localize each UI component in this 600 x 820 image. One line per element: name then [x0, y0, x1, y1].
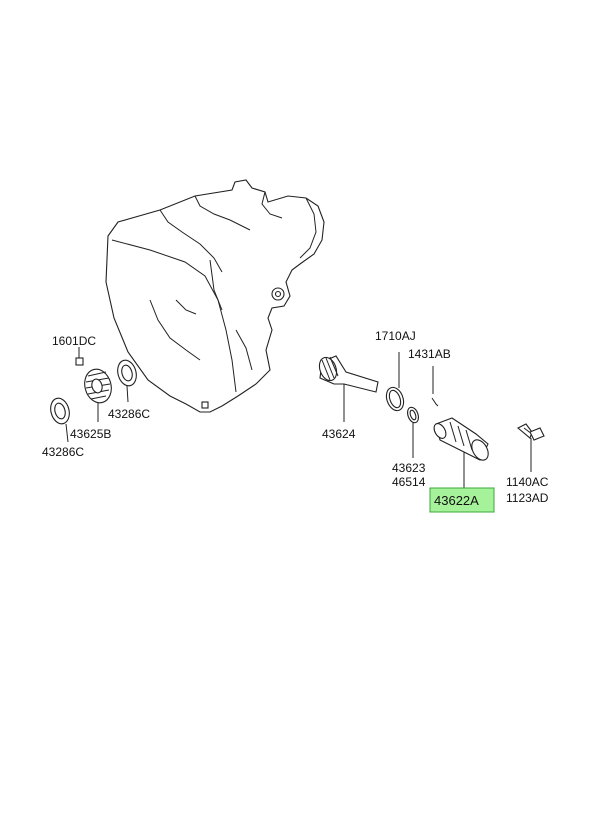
sleeve-43622A[interactable]: 43622A: [429, 417, 495, 513]
seal-43623[interactable]: 43623 46514: [392, 406, 426, 489]
washer-43286C-left[interactable]: 43286C: [42, 396, 84, 459]
gear-shaft-43624[interactable]: 43624: [316, 355, 379, 441]
label-43622A: 43622A: [434, 493, 479, 508]
bolt-1140AC[interactable]: 1140AC 1123AD: [506, 423, 549, 505]
label-43623: 43623: [392, 461, 426, 475]
label-1431AB: 1431AB: [408, 347, 451, 361]
oring-1710AJ[interactable]: 1710AJ: [375, 329, 416, 413]
plug-1601DC[interactable]: 1601DC: [52, 334, 96, 366]
label-43286C-right: 43286C: [108, 407, 150, 421]
highlight-box-43622A: [429, 487, 495, 513]
transmission-housing: [105, 179, 325, 413]
washer-43286C-right[interactable]: 43286C: [108, 358, 150, 421]
label-1601DC: 1601DC: [52, 334, 96, 348]
label-46514: 46514: [392, 475, 426, 489]
bushing-43625B[interactable]: 43625B: [70, 366, 115, 441]
label-43286C-left: 43286C: [42, 445, 84, 459]
label-43624: 43624: [322, 427, 356, 441]
label-1123AD: 1123AD: [506, 491, 549, 505]
pin-1431AB[interactable]: 1431AB: [408, 347, 451, 407]
label-1710AJ: 1710AJ: [375, 329, 416, 343]
label-43625B: 43625B: [70, 427, 111, 441]
label-1140AC: 1140AC: [506, 475, 549, 489]
